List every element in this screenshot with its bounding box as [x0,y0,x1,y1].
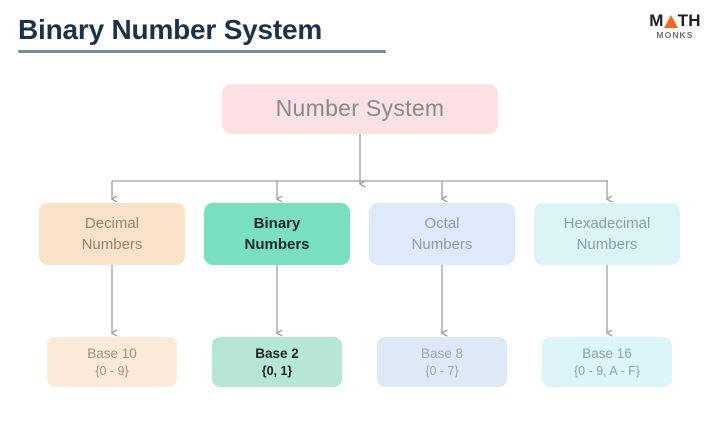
node-decimal-numbers[interactable]: Decimal Numbers [39,203,185,265]
node-label-line2: Numbers [81,235,143,253]
base-digits: {0, 1} [261,364,293,379]
title-block: Binary Number System [18,14,398,54]
node-base-8[interactable]: Base 8 {0 - 7} [377,337,507,387]
node-label-line2: Numbers [411,235,473,253]
base-label: Base 8 [420,345,464,361]
node-label: Number System [275,95,445,122]
node-label-line1: Octal [424,215,460,233]
base-digits: {0 - 9, A - F} [573,364,640,379]
node-label-line1: Decimal [84,215,140,233]
node-octal-numbers[interactable]: Octal Numbers [369,203,515,265]
node-label-line2: Numbers [576,235,638,253]
node-label-line1: Hexadecimal [563,215,651,233]
node-label-line2: Numbers [244,235,310,253]
base-label: Base 10 [87,345,137,361]
node-base-10[interactable]: Base 10 {0 - 9} [47,337,177,387]
base-digits: {0 - 9} [95,364,129,379]
node-base-2[interactable]: Base 2 {0, 1} [212,337,342,387]
node-base-16[interactable]: Base 16 {0 - 9, A - F} [542,337,672,387]
base-digits: {0 - 7} [425,364,459,379]
node-label-line1: Binary [253,215,301,233]
page-title: Binary Number System [18,14,323,45]
title-underline [18,50,386,54]
node-binary-numbers[interactable]: Binary Numbers [204,203,350,265]
node-number-system[interactable]: Number System [222,84,498,134]
logo-wordmark-bottom: MONKS [656,30,694,40]
triangle-icon [663,15,678,28]
base-label: Base 16 [582,345,632,361]
logo-letter-m: M [649,11,664,30]
math-monks-logo: M TH MONKS [644,12,706,40]
base-label: Base 2 [255,345,299,361]
node-hexadecimal-numbers[interactable]: Hexadecimal Numbers [534,203,680,265]
logo-wordmark-top: M TH [644,12,706,29]
logo-letters-th: TH [677,11,701,30]
